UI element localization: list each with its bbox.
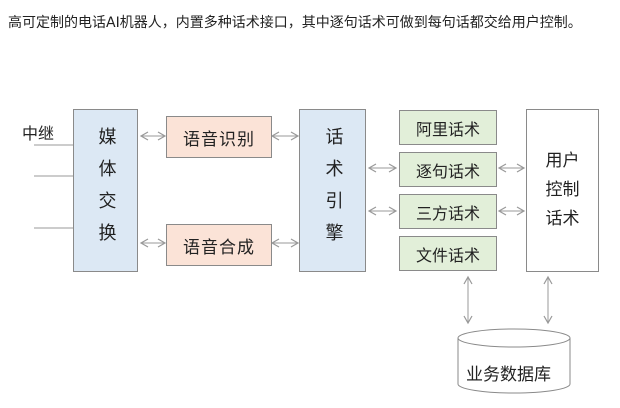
script-label: 阿里话术 xyxy=(415,119,480,139)
speech-recognition-box: 语音识别 xyxy=(166,116,272,158)
intro-text: 高可定制的电话AI机器人，内置多种话术接口，其中逐句话术可做到每句话都交给用户控… xyxy=(8,15,582,31)
business-db-label: 业务数据库 xyxy=(466,365,551,385)
user-control-box: 用户控制话术 xyxy=(526,109,599,272)
script-label: 三方话术 xyxy=(415,203,480,223)
relay-label: 中继 xyxy=(22,124,55,143)
user-control-label: 用户控制话术 xyxy=(545,151,580,229)
script-engine-label: 话术引擎 xyxy=(322,126,344,255)
media-exchange-box: 媒体交换 xyxy=(73,109,138,272)
script-box-2: 逐句话术 xyxy=(399,152,497,187)
speech-recognition-label: 语音识别 xyxy=(183,129,255,150)
speech-synthesis-label: 语音合成 xyxy=(183,237,255,258)
script-engine-box: 话术引擎 xyxy=(299,109,366,272)
media-exchange-label: 媒体交换 xyxy=(95,126,117,255)
speech-synthesis-box: 语音合成 xyxy=(166,224,272,266)
script-box-4: 文件话术 xyxy=(399,236,497,271)
database-cylinder xyxy=(457,328,571,394)
script-box-1: 阿里话术 xyxy=(399,110,497,145)
script-box-3: 三方话术 xyxy=(399,194,497,229)
script-label: 逐句话术 xyxy=(415,161,480,181)
script-label: 文件话术 xyxy=(415,245,480,265)
